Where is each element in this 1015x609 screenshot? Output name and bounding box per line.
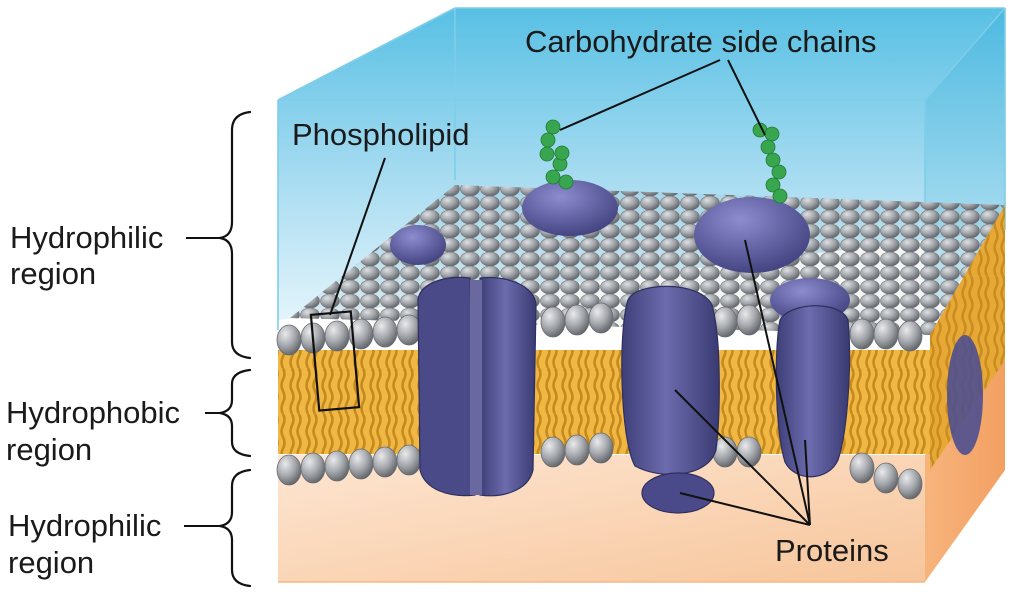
leader-protein-4 xyxy=(679,492,811,526)
phospholipid-heads-lower-row xyxy=(276,432,923,500)
label-hydrophilic-bottom-line2: region xyxy=(8,545,94,580)
brace-bottom xyxy=(218,468,252,588)
label-hydrophilic-top-line1: Hydrophilic xyxy=(10,220,163,255)
label-hydrophilic-bottom-line1: Hydrophilic xyxy=(8,508,161,543)
box-edges xyxy=(277,7,1006,330)
channel-protein xyxy=(417,276,537,497)
integral-protein-right xyxy=(770,278,851,478)
brace-middle xyxy=(218,368,252,458)
leader-carbohydrate-right xyxy=(727,59,766,136)
leader-carbohydrate-left xyxy=(559,59,721,131)
label-hydrophobic-line1: Hydrophobic xyxy=(6,395,180,430)
carbohydrate-chain-left xyxy=(539,119,574,190)
leader-phospholipid xyxy=(329,157,386,316)
leader-protein-1 xyxy=(674,389,811,526)
phospholipid-heads-upper-row xyxy=(276,302,923,356)
label-hydrophobic-line2: region xyxy=(6,432,92,467)
glycoprotein-left xyxy=(522,180,618,236)
label-carbohydrate-side-chains: Carbohydrate side chains xyxy=(525,24,877,59)
brace-top xyxy=(218,110,252,360)
label-hydrophilic-top-line2: region xyxy=(10,256,96,291)
leader-protein-3 xyxy=(804,439,811,526)
cytoplasm-side xyxy=(925,360,1005,582)
label-proteins: Proteins xyxy=(775,533,889,568)
surface-protein-left xyxy=(390,225,446,265)
label-phospholipid: Phospholipid xyxy=(292,117,470,152)
integral-protein-center xyxy=(621,285,720,514)
edge-protein xyxy=(947,335,983,455)
leader-protein-2 xyxy=(744,239,811,526)
glycoprotein-right xyxy=(694,197,810,273)
